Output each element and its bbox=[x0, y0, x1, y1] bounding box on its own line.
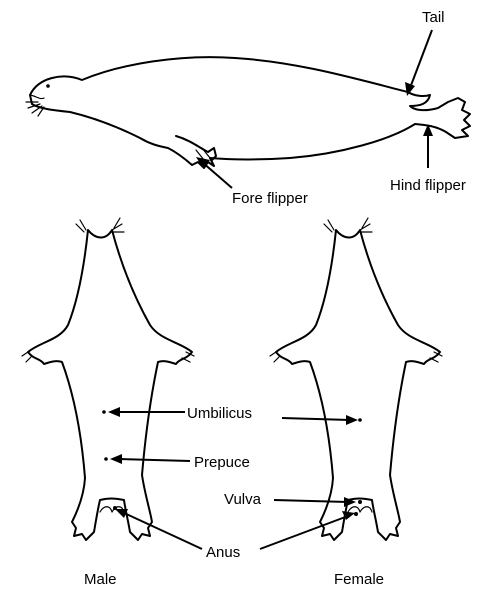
anus-arrow-female bbox=[260, 516, 348, 549]
anus-arrow-male bbox=[122, 512, 202, 549]
label-umbilicus: Umbilicus bbox=[187, 405, 252, 422]
label-vulva: Vulva bbox=[224, 491, 262, 508]
vulva-arrow bbox=[274, 500, 348, 502]
female-seal-ventral-view bbox=[270, 218, 442, 540]
umbilicus-arrow-female bbox=[282, 418, 350, 420]
tail-arrow bbox=[410, 30, 432, 88]
label-prepuce: Prepuce bbox=[194, 454, 250, 471]
seal-side-view bbox=[26, 57, 470, 168]
caption-female: Female bbox=[334, 571, 384, 588]
label-hind-flipper: Hind flipper bbox=[390, 177, 466, 194]
fore-flipper-arrow bbox=[202, 162, 232, 188]
label-fore-flipper: Fore flipper bbox=[232, 190, 308, 207]
label-tail: Tail bbox=[422, 9, 445, 26]
prepuce-arrow bbox=[118, 459, 190, 461]
label-anus: Anus bbox=[206, 544, 240, 561]
caption-male: Male bbox=[84, 571, 117, 588]
male-seal-ventral-view bbox=[22, 218, 194, 540]
